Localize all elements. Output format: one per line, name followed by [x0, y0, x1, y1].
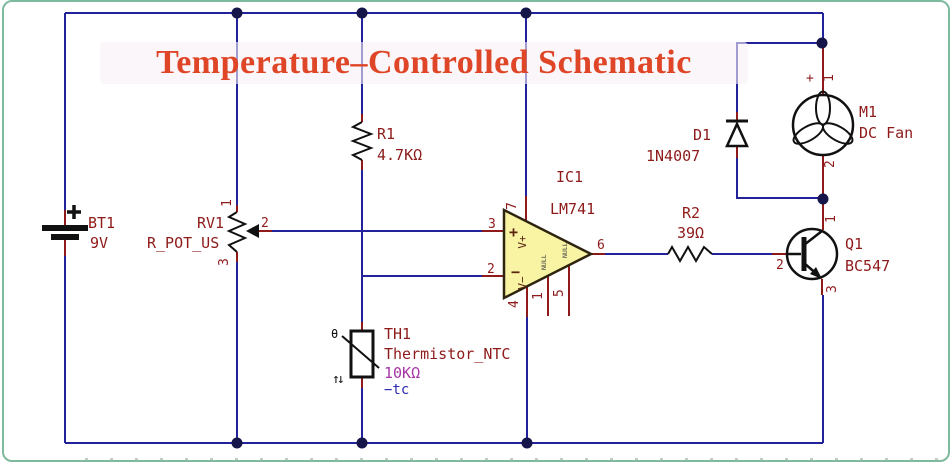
opamp-symbol: + V+ − V− NULL NULL	[502, 207, 594, 301]
opamp-noninv-label: +	[509, 223, 518, 241]
resistor-zigzag	[226, 211, 248, 253]
opamp-pin6: 6	[597, 238, 605, 253]
junction-dot	[521, 437, 533, 449]
r2-ref: R2	[682, 204, 700, 222]
q1-pin3: 3	[825, 285, 840, 293]
junction-dots	[231, 7, 829, 449]
opamp-pin5: 5	[552, 289, 567, 297]
junction-dot	[231, 437, 243, 449]
th1-tc: −tc	[384, 382, 409, 398]
opamp-null1-label: NULL	[540, 254, 548, 270]
fan-blade	[792, 122, 824, 145]
diode-triangle	[725, 120, 749, 148]
d1-ref: D1	[693, 126, 711, 144]
wiper-arrow-icon	[246, 224, 259, 238]
junction-dot	[356, 7, 368, 19]
q1-ref: Q1	[845, 235, 863, 253]
fan-plus: +	[806, 71, 814, 86]
battery-symbol	[42, 205, 88, 240]
pot-pin3: 3	[217, 258, 232, 266]
opamp-pin3: 3	[488, 217, 496, 232]
battery-ref: BT1	[88, 214, 115, 232]
page-title: Temperature–Controlled Schematic	[100, 42, 748, 84]
junction-dot	[231, 7, 243, 19]
opamp-pin4: 4	[507, 300, 522, 308]
resistor-r2-zigzag	[667, 244, 713, 264]
opamp-null2-label: NULL	[561, 242, 569, 258]
fan-pin1: 1	[822, 74, 837, 82]
th1-ref: TH1	[384, 325, 411, 343]
pot-pin2: 2	[261, 216, 269, 231]
junction-dot	[817, 193, 829, 205]
opamp-inv-label: −	[511, 263, 520, 281]
junction-dot	[520, 7, 532, 19]
labels: BT1 9V RV1 R_POT_US 1 2 3 R1 4.7KΩ TH1 T…	[88, 71, 913, 398]
wire	[736, 158, 820, 199]
r1-ref: R1	[377, 125, 395, 143]
junction-dot	[356, 437, 368, 449]
fan-pin2: 2	[823, 160, 838, 168]
resistor-r1-zigzag	[350, 121, 374, 161]
th1-value: Thermistor_NTC	[384, 345, 510, 363]
potentiometer-symbol	[226, 211, 259, 253]
d1-value: 1N4007	[646, 147, 700, 165]
ntc-arrows-icon: ↑↓	[332, 372, 343, 387]
opamp-vplus-label: V+	[516, 235, 529, 249]
diode-symbol	[725, 119, 749, 148]
pin-stubs	[64, 43, 824, 388]
r1-value: 4.7KΩ	[377, 146, 422, 164]
battery-value: 9V	[90, 234, 108, 252]
transistor-symbol	[785, 227, 839, 281]
m1-value: DC Fan	[859, 124, 913, 142]
opamp-pin7: 7	[505, 202, 520, 210]
junction-dot	[816, 37, 828, 49]
pot-pin1: 1	[220, 199, 235, 207]
th1-resistance: 10KΩ	[384, 364, 420, 382]
pot-ref: RV1	[197, 214, 224, 232]
opamp-pin1: 1	[531, 292, 546, 300]
theta-icon: θ	[331, 327, 338, 341]
q1-value: BC547	[845, 257, 890, 275]
fan-symbol	[791, 90, 855, 157]
emitter-arrow-icon	[810, 267, 822, 279]
r2-value: 39Ω	[677, 224, 704, 242]
q1-pin1: 1	[824, 215, 839, 223]
opamp-vminus-label: V−	[516, 276, 529, 290]
opamp-pin2: 2	[487, 262, 495, 277]
opamp-triangle	[502, 207, 594, 301]
q1-pin2: 2	[776, 258, 784, 273]
ic1-ref: IC1	[556, 168, 583, 186]
pot-value: R_POT_US	[147, 234, 219, 252]
thermistor-diagonal	[341, 335, 380, 369]
transistor-collector-lead	[803, 230, 823, 246]
m1-ref: M1	[859, 103, 877, 121]
thermistor-symbol: θ ↑↓	[331, 327, 380, 387]
ic1-value: LM741	[550, 200, 595, 218]
